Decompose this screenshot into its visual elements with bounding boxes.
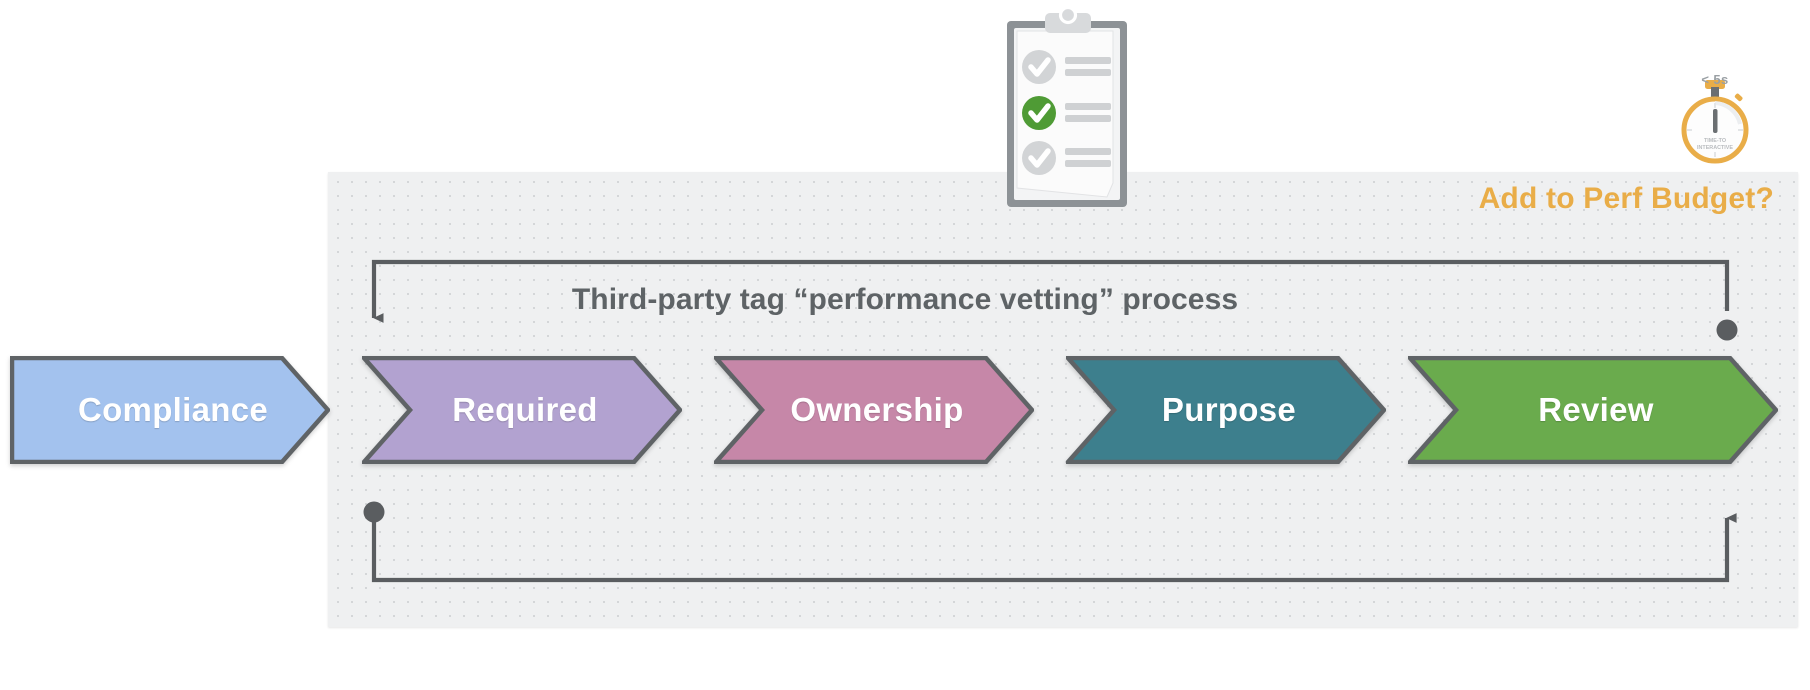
chevron-shape (1066, 356, 1386, 464)
stage-required[interactable]: Required (362, 356, 682, 464)
stage-ownership[interactable]: Ownership (714, 356, 1034, 464)
stopwatch-caption: < 5s (1701, 72, 1729, 87)
stage-purpose[interactable]: Purpose (1066, 356, 1386, 464)
process-title: Third-party tag “performance vetting” pr… (571, 283, 1239, 316)
chevron-shape (362, 356, 682, 464)
stage-compliance[interactable]: Compliance (10, 356, 330, 464)
stopwatch-face-line-2: INTERACTIVE (1697, 145, 1733, 151)
stage-label: Required (452, 391, 598, 428)
stage-label: Review (1538, 391, 1654, 428)
stage-label: Ownership (790, 391, 964, 428)
chevron-shape (10, 356, 330, 464)
stopwatch-face-line-1: TIME-TO (1704, 138, 1726, 144)
chevron-shape (714, 356, 1034, 464)
stage-review[interactable]: Review (1408, 356, 1778, 464)
clipboard-checklist-icon (1007, 5, 1127, 207)
stage-label: Purpose (1161, 391, 1297, 428)
perf-budget-label: Add to Perf Budget? (1478, 182, 1774, 215)
stage-pipeline: Compliance Required Ownership Purpose Re… (10, 356, 1800, 464)
stopwatch-icon: TIME-TO INTERACTIVE (1681, 80, 1749, 164)
chevron-shape (1408, 356, 1778, 464)
stage-label: Compliance (77, 391, 269, 428)
